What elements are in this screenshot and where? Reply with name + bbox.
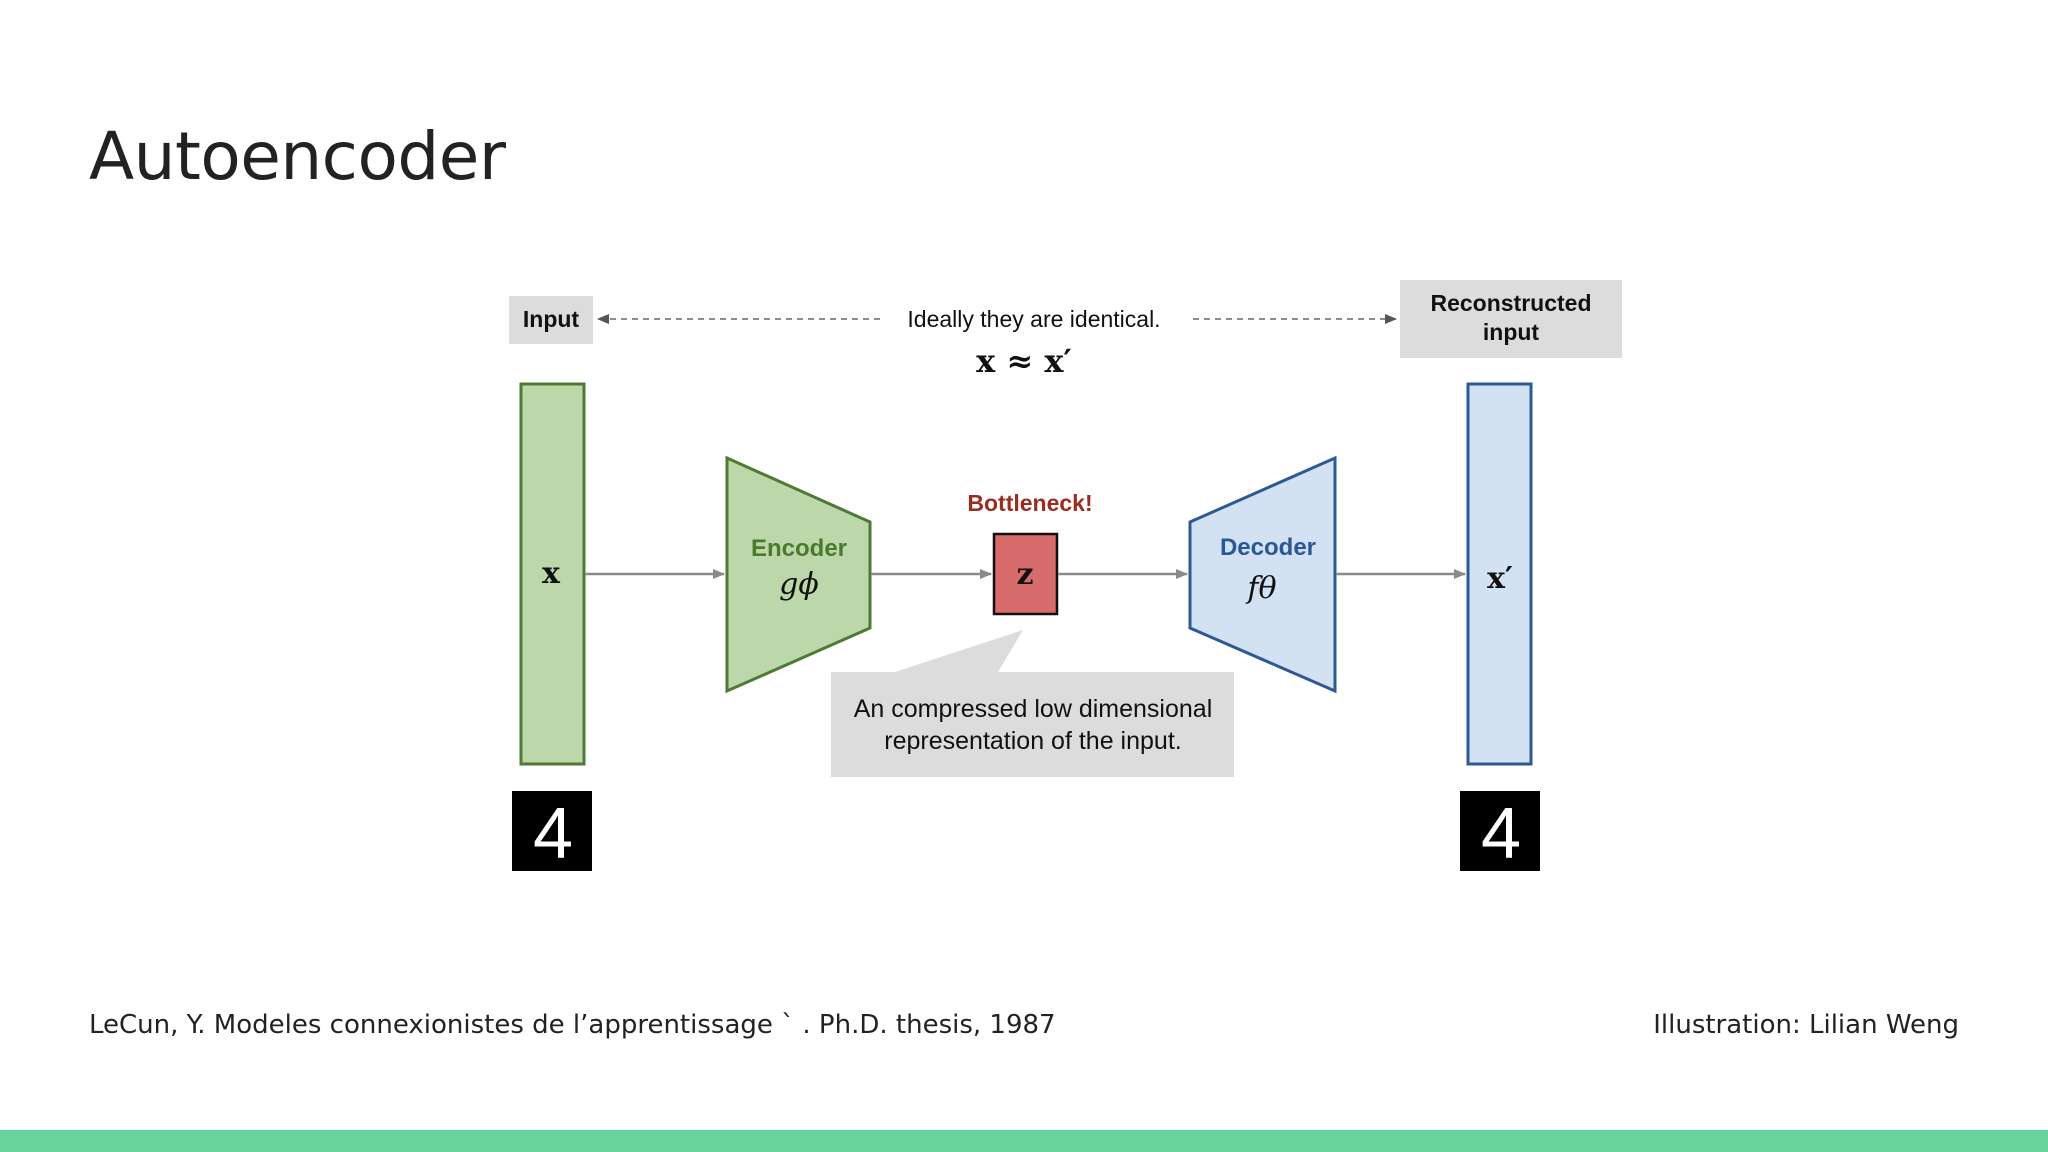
output-vector-label: x′ xyxy=(1487,561,1513,596)
output-digit: 4 xyxy=(1481,794,1521,874)
latent-callout: An compressed low dimensional representa… xyxy=(831,630,1234,777)
identical-note: Ideally they are identical. xyxy=(907,306,1160,332)
encoder-label: Encoder xyxy=(751,535,847,562)
input-digit: 4 xyxy=(533,794,573,874)
reconstructed-label-line1: Reconstructed xyxy=(1430,290,1591,316)
latent-code: z xyxy=(992,532,1059,616)
decoder-label: Decoder xyxy=(1220,534,1316,561)
input-digit-image: 4 xyxy=(512,791,592,874)
reconstructed-label-line2: input xyxy=(1483,319,1540,345)
output-vector: x′ xyxy=(1466,382,1533,766)
reconstructed-label-box: Reconstructed input xyxy=(1400,280,1622,358)
input-vector-label: x xyxy=(542,556,561,591)
callout-line1: An compressed low dimensional xyxy=(854,695,1213,723)
latent-label: z xyxy=(1016,557,1033,592)
decoder-function: fθ xyxy=(1245,571,1276,606)
citation: LeCun, Y. Modeles connexionistes de l’ap… xyxy=(89,1010,1056,1040)
slide-title: Autoencoder xyxy=(89,118,506,195)
illustration-credit: Illustration: Lilian Weng xyxy=(1653,1010,1959,1040)
encoder-block: Encoder gϕ xyxy=(725,455,872,694)
input-label: Input xyxy=(523,306,580,332)
output-digit-image: 4 xyxy=(1460,791,1540,874)
input-vector: x xyxy=(519,382,586,766)
accent-bar xyxy=(0,1130,2048,1152)
decoder-block: Decoder fθ xyxy=(1188,455,1337,694)
encoder-function: gϕ xyxy=(779,567,819,602)
callout-line2: representation of the input. xyxy=(884,727,1181,755)
input-label-box: Input xyxy=(509,296,593,344)
bottleneck-label: Bottleneck! xyxy=(967,490,1092,516)
identical-equation: x ≈ x′ xyxy=(976,342,1072,380)
